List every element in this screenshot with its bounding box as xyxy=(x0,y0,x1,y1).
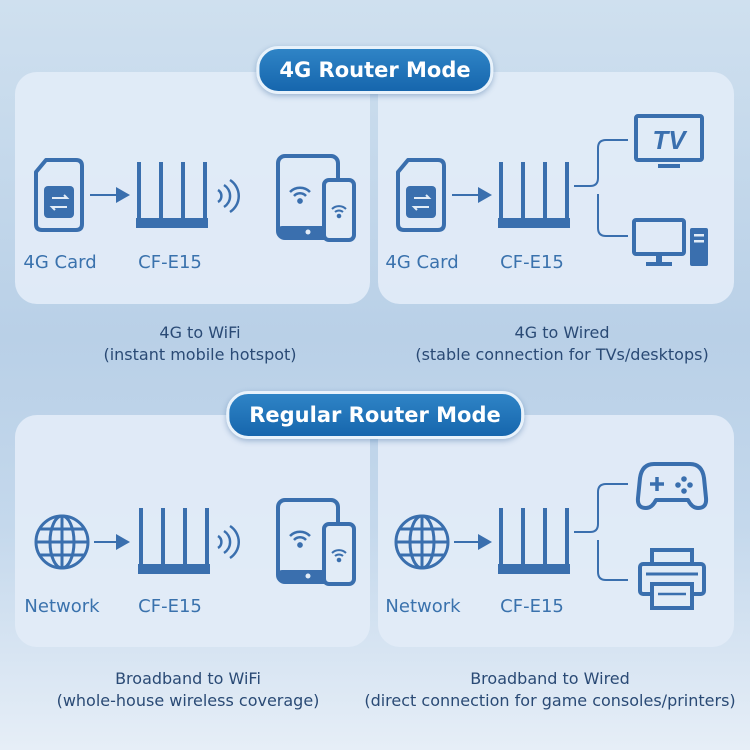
game-controller-icon xyxy=(635,462,709,510)
tablet-phone-icon xyxy=(276,498,356,586)
globe-icon xyxy=(34,514,90,570)
caption-4g-to-wifi: 4G to WiFi (instant mobile hotspot) xyxy=(103,322,296,366)
caption-sub: (stable connection for TVs/desktops) xyxy=(415,345,709,364)
caption-main: 4G to Wired xyxy=(514,323,610,342)
sim-card-icon xyxy=(34,158,84,232)
wireless-signal-icon xyxy=(217,524,240,560)
device-label-cf-e15: CF-E15 xyxy=(138,252,202,273)
svg-text:TV: TV xyxy=(652,125,688,155)
device-label-cf-e15: CF-E15 xyxy=(500,596,564,617)
sim-card-icon xyxy=(396,158,446,232)
tablet-phone-icon xyxy=(276,154,356,242)
panel-4g-to-wifi xyxy=(15,72,370,304)
panel-4g-to-wired xyxy=(378,72,734,304)
router-icon xyxy=(138,508,210,574)
router-icon xyxy=(498,162,570,228)
caption-sub: (whole-house wireless coverage) xyxy=(56,691,320,710)
router-icon xyxy=(498,508,570,574)
source-label-network: Network xyxy=(385,596,461,617)
caption-broadband-to-wired: Broadband to Wired (direct connection fo… xyxy=(364,668,735,712)
source-label-network: Network xyxy=(24,596,100,617)
device-label-cf-e15: CF-E15 xyxy=(138,596,202,617)
source-label-4g-card: 4G Card xyxy=(385,252,459,273)
caption-sub: (direct connection for game consoles/pri… xyxy=(364,691,736,710)
caption-broadband-to-wifi: Broadband to WiFi (whole-house wireless … xyxy=(57,668,320,712)
device-label-cf-e15: CF-E15 xyxy=(500,252,564,273)
branch-connector-icon xyxy=(574,139,628,237)
caption-main: Broadband to WiFi xyxy=(115,669,261,688)
printer-icon xyxy=(638,548,706,610)
caption-main: Broadband to Wired xyxy=(470,669,630,688)
section-title-regular-router-mode: Regular Router Mode xyxy=(226,391,524,439)
caption-sub: (instant mobile hotspot) xyxy=(103,345,297,364)
section-title-4g-router-mode: 4G Router Mode xyxy=(256,46,494,94)
globe-icon xyxy=(394,514,450,570)
wireless-signal-icon xyxy=(217,178,240,214)
router-icon xyxy=(136,162,208,228)
desktop-computer-icon xyxy=(632,218,708,266)
tv-icon: TV xyxy=(634,114,704,168)
caption-4g-to-wired: 4G to Wired (stable connection for TVs/d… xyxy=(415,322,708,366)
caption-main: 4G to WiFi xyxy=(159,323,241,342)
source-label-4g-card: 4G Card xyxy=(23,252,97,273)
branch-connector-icon xyxy=(574,483,628,581)
